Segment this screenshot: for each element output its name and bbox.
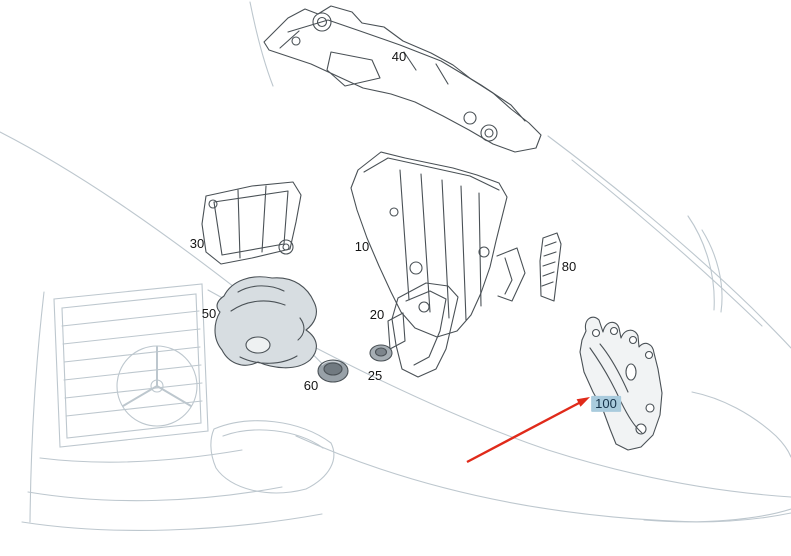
vehicle-outline: [0, 1, 791, 531]
part-label-40[interactable]: 40: [391, 48, 407, 64]
pointer-arrow: [466, 397, 590, 464]
part-label-100-highlighted[interactable]: 100: [591, 395, 621, 413]
part-20-drawing: [387, 282, 459, 378]
part-40-drawing: [263, 5, 542, 153]
part-10-drawing: [350, 151, 526, 338]
part-100-drawing: [579, 316, 663, 451]
part-label-20[interactable]: 20: [369, 306, 385, 322]
part-30-drawing: [201, 181, 302, 265]
part-label-10[interactable]: 10: [354, 238, 370, 254]
part-25-drawing: [369, 344, 393, 362]
part-60-drawing: [317, 359, 349, 383]
part-50-drawing: [214, 276, 317, 369]
mercedes-star-icon: [116, 345, 198, 427]
part-label-80[interactable]: 80: [561, 258, 577, 274]
part-label-25[interactable]: 25: [367, 367, 383, 383]
part-label-30[interactable]: 30: [189, 235, 205, 251]
part-label-50[interactable]: 50: [201, 305, 217, 321]
part-label-60[interactable]: 60: [303, 377, 319, 393]
part-80-drawing: [539, 232, 562, 302]
